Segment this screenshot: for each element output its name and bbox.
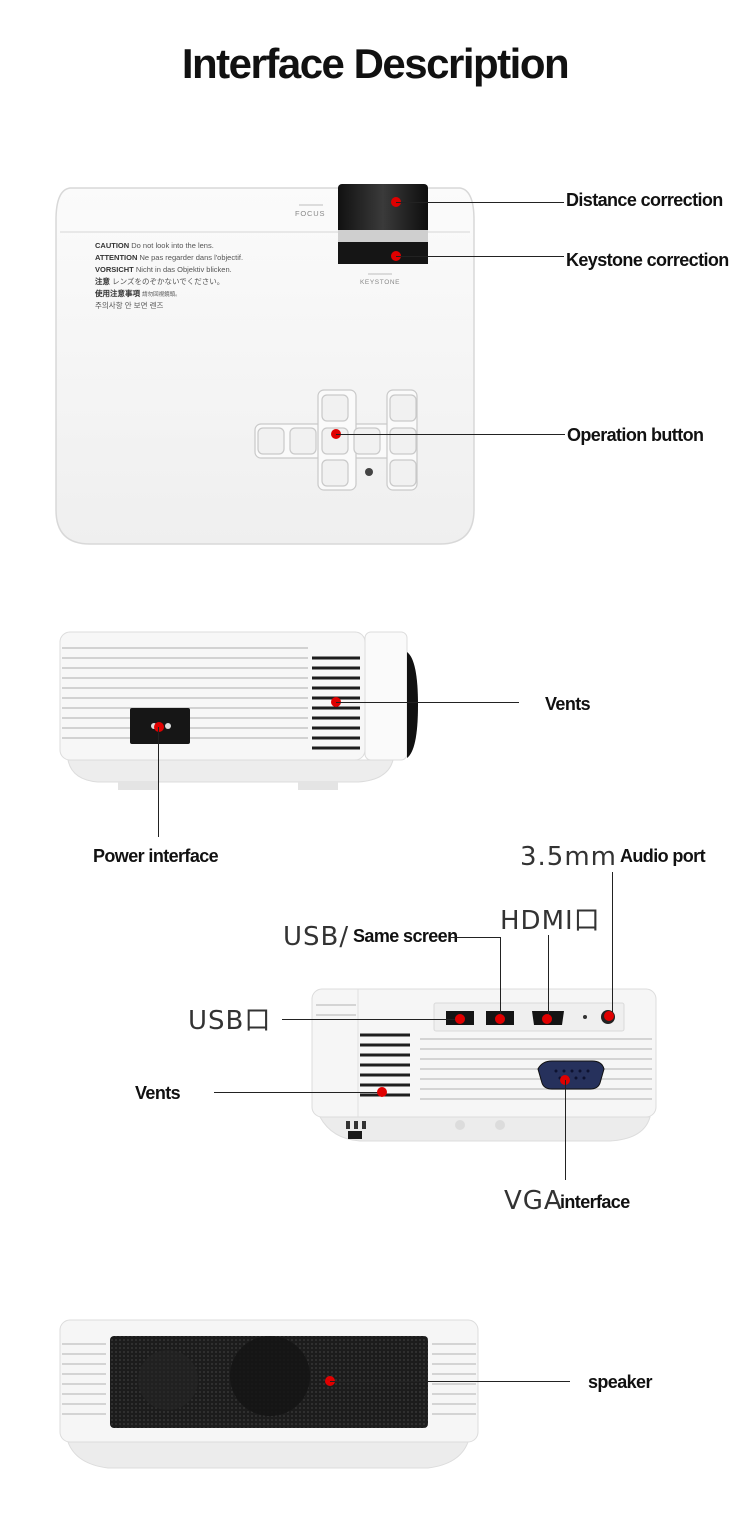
projector-top-view: CAUTION Do not look into the lens. ATTEN…: [50, 180, 480, 550]
marker-same-screen: [495, 1014, 505, 1024]
keypad: [254, 389, 418, 491]
focus-label: FOCUS: [295, 209, 325, 218]
line-audio: [612, 872, 613, 1012]
svg-text:使用注意事項 請勿回視鏡頭。: 使用注意事項 請勿回視鏡頭。: [94, 288, 181, 298]
page-title: Interface Description: [181, 40, 570, 87]
caution-line-6-bold: 주의사항: [95, 300, 123, 310]
projector-side-view: [58, 630, 418, 795]
line-vents-back: [214, 1092, 382, 1093]
marker-hdmi: [542, 1014, 552, 1024]
caution-line-1: Do not look into the lens.: [131, 241, 214, 250]
label-operation-button: Operation button: [567, 425, 704, 445]
label-audio-size: 3.5mm: [520, 842, 618, 872]
svg-text:CAUTION Do not look into the l: CAUTION Do not look into the lens.: [95, 241, 214, 250]
caution-line-2-bold: ATTENTION: [95, 253, 137, 262]
svg-text:注意 レンズをのぞかないでください。: 注意 レンズをのぞかないでください。: [95, 276, 224, 286]
marker-power: [154, 722, 164, 732]
line-operation: [336, 434, 565, 435]
caution-line-3-bold: VORSICHT: [95, 265, 134, 274]
line-keystone: [396, 256, 564, 257]
label-audio-port: Audio port: [620, 846, 706, 866]
line-same-screen-h: [451, 937, 500, 938]
label-usb-port: USB口: [188, 1006, 272, 1036]
line-hdmi: [548, 935, 549, 1017]
label-vga-prefix: VGA: [504, 1186, 563, 1216]
line-same-screen-v: [500, 937, 501, 1017]
caution-line-4-bold: 注意: [95, 276, 110, 286]
line-power: [158, 727, 159, 837]
caution-line-3: Nicht in das Objektiv blicken.: [136, 265, 232, 274]
marker-audio: [604, 1011, 614, 1021]
caution-line-5-bold: 使用注意事項: [94, 288, 140, 298]
label-distance-correction: Distance correction: [566, 190, 723, 210]
projector-front-illustration: [59, 1319, 479, 1469]
projector-front-view: [58, 1318, 480, 1478]
caution-line-6: 안 보면 렌즈: [125, 300, 164, 310]
label-usb-prefix: USB/: [283, 922, 350, 952]
label-power-interface: Power interface: [93, 846, 219, 866]
projector-top-illustration: CAUTION Do not look into the lens. ATTEN…: [55, 184, 475, 545]
label-vents-side: Vents: [545, 694, 591, 714]
svg-text:ATTENTION Ne pas regarder dans: ATTENTION Ne pas regarder dans l'objecti…: [95, 253, 243, 262]
line-vents-side: [336, 702, 519, 703]
label-speaker: speaker: [588, 1372, 652, 1392]
keystone-label: KEYSTONE: [360, 279, 400, 286]
label-vga-suffix: interface: [560, 1192, 630, 1212]
caution-line-1-bold: CAUTION: [95, 241, 129, 250]
projector-back-view: [310, 985, 658, 1145]
line-vga: [565, 1080, 566, 1180]
marker-usb-port: [455, 1014, 465, 1024]
line-speaker: [330, 1381, 570, 1382]
caution-line-2: Ne pas regarder dans l'objectif.: [139, 253, 243, 262]
line-usb-port: [282, 1019, 460, 1020]
projector-side-illustration: [59, 631, 418, 790]
svg-text:VORSICHT Nicht in das Objektiv: VORSICHT Nicht in das Objektiv blicken.: [95, 265, 232, 274]
label-vents-back: Vents: [135, 1083, 181, 1103]
label-same-screen: Same screen: [353, 926, 458, 946]
label-hdmi: HDMI口: [500, 906, 601, 936]
label-keystone-correction: Keystone correction: [566, 250, 729, 270]
line-distance: [396, 202, 564, 203]
caution-line-4: レンズをのぞかないでください。: [112, 276, 224, 286]
projector-back-illustration: [311, 988, 657, 1142]
marker-vents-back: [377, 1087, 387, 1097]
svg-text:주의사항 안 보면 렌즈: 주의사항 안 보면 렌즈: [95, 300, 163, 310]
caution-line-5: 請勿回視鏡頭。: [142, 290, 181, 298]
